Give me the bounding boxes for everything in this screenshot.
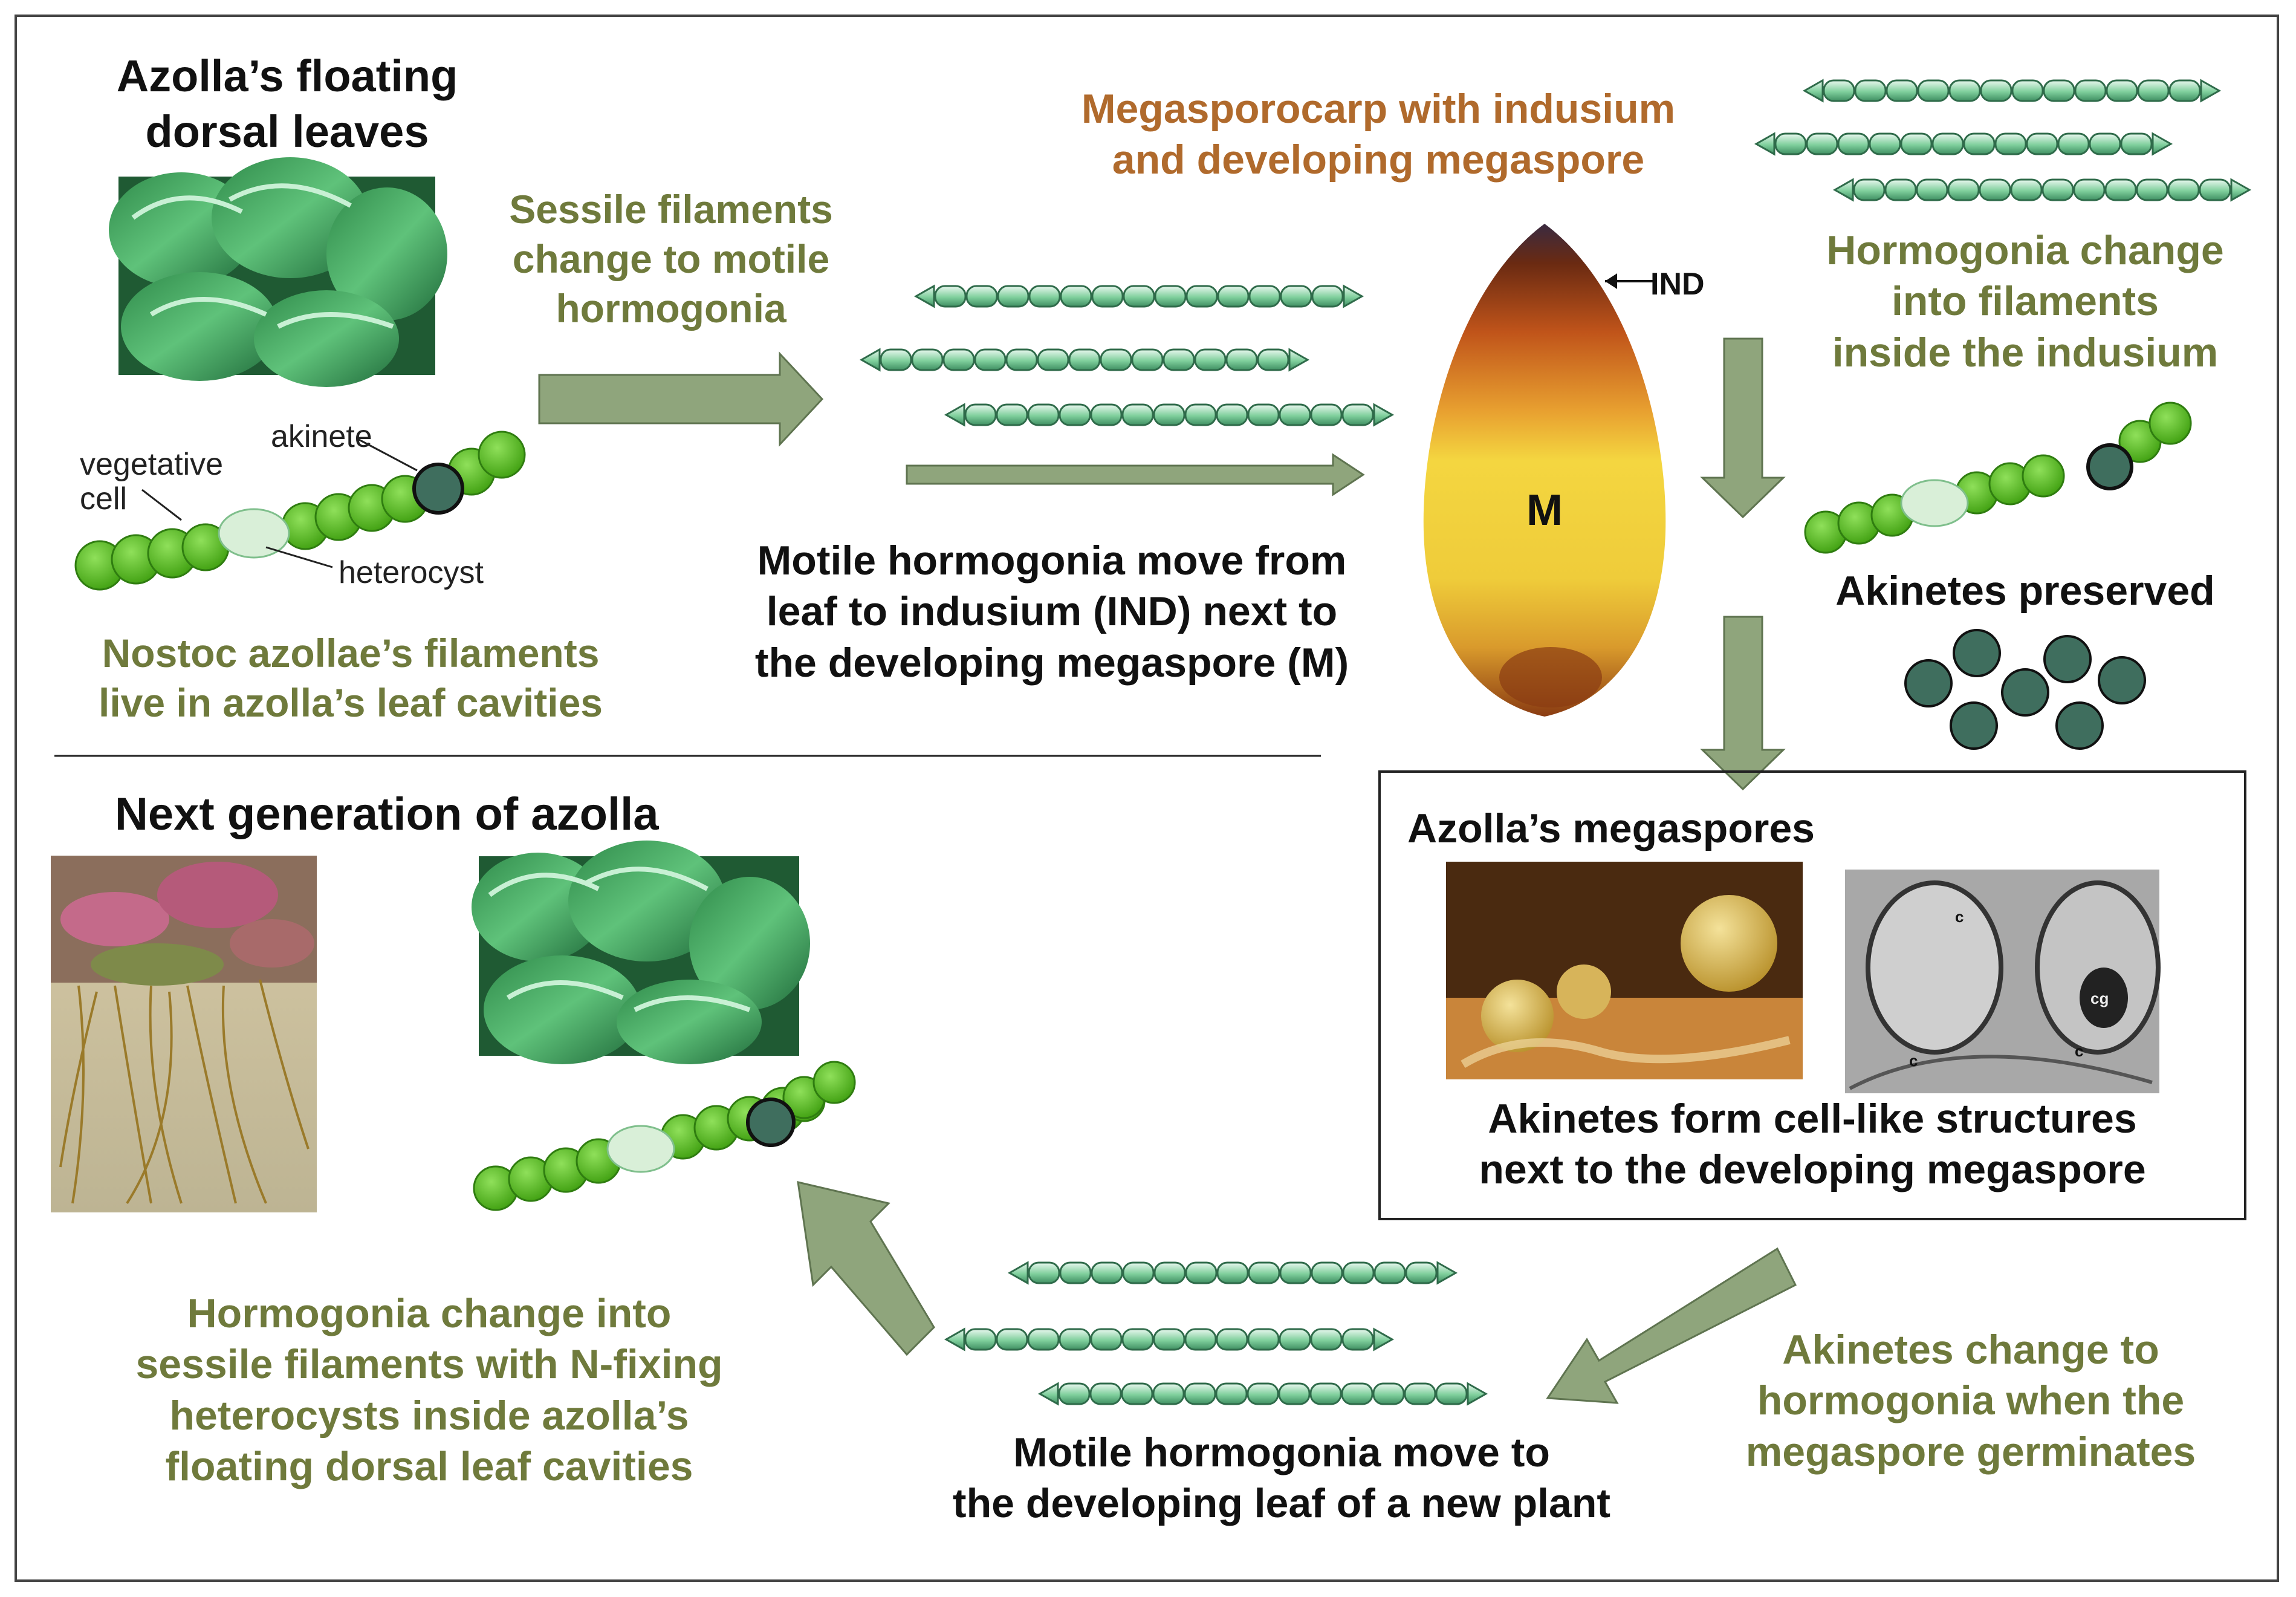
change-inside-indusium-text: Hormogonia change into filaments inside … [1783,225,2267,378]
hormogonium [1037,1382,1488,1406]
sessile-to-motile-line2: change to motile [512,236,830,281]
sessile-to-motile-line3: hormogonia [556,285,786,331]
arrow-down-megaspores [1700,616,1786,791]
change-inside-indusium-line1: Hormogonia change [1826,227,2224,273]
move-to-indusium-text: Motile hormogonia move from leaf to indu… [683,535,1421,688]
heterocyst-label: heterocyst [339,555,484,590]
micrograph-label-cg: cg [2090,989,2109,1007]
megasporocarp-title: Megasporocarp with indusium and developi… [1016,83,1741,186]
next-generation-caption-line1: Hormogonia change into [187,1290,672,1336]
top-left-caption: Nostoc azollae’s filaments live in azoll… [36,629,665,728]
arrow-to-new-plant-hormogonia [1546,1247,1797,1404]
akinetes-to-hormogonia-line1: Akinetes change to [1782,1327,2159,1373]
hormogonium [944,1327,1395,1351]
move-to-new-leaf-line1: Motile hormogonia move to [1013,1429,1550,1475]
sessile-to-motile-text: Sessile filaments change to motile hormo… [459,185,883,333]
azolla-leaves-photo [109,157,447,387]
next-generation-caption: Hormogonia change into sessile filaments… [54,1288,804,1492]
next-generation-caption-line3: heterocysts inside azolla’s [169,1392,689,1439]
hormogonium [944,403,1395,427]
move-to-indusium-line3: the developing megaspore (M) [754,639,1349,686]
top-left-caption-line1: Nostoc azollae’s filaments [102,631,600,675]
m-label: M [1526,486,1563,535]
hormogonium [913,284,1364,308]
next-generation-title: Next generation of azolla [115,789,659,840]
akinete-label: akinete [271,419,372,454]
akinetes-to-hormogonia-text: Akinetes change to hormogonia when the m… [1687,1324,2255,1477]
vegetative-cell-label-line1: vegetative [80,447,224,482]
arrow-down-filaments [1700,337,1786,519]
move-to-new-leaf-line2: the developing leaf of a new plant [952,1480,1611,1527]
next-generation-caption-line2: sessile filaments with N-fixing [135,1341,723,1388]
hormogonium [1802,79,2222,103]
hormogonium [859,348,1310,372]
hormogonia-layer [859,79,2252,1406]
akinetes-cluster [1904,629,2146,750]
hormogonium [1832,178,2252,202]
micrograph-label-c2: c [1909,1052,1918,1070]
megaspores-box-title: Azolla’s megaspores [1407,805,1815,851]
azolla-plants-photo [51,856,317,1212]
arrow-to-next-generation [797,1181,935,1356]
change-inside-indusium-line3: inside the indusium [1832,329,2219,376]
top-left-title: Azolla’s floating dorsal leaves [79,48,496,160]
nostoc-filament-right [1804,402,2192,554]
arrow-to-hormogonia [538,351,824,447]
arrow-to-indusium [906,453,1365,496]
megaspores-caption-line2: next to the developing megaspore [1479,1147,2146,1193]
top-left-title-line2: dorsal leaves [145,106,429,157]
nostoc-filament-top [74,431,526,591]
megaspores-caption: Akinetes form cell-like structures next … [1380,1093,2245,1195]
megaspores-caption-line1: Akinetes form cell-like structures [1488,1096,2137,1142]
megasporocarp-title-line1: Megasporocarp with indusium [1081,86,1676,132]
sessile-to-motile-line1: Sessile filaments [509,187,833,232]
hormogonium [1007,1261,1458,1285]
next-generation-caption-line4: floating dorsal leaf cavities [165,1443,693,1489]
top-left-title-line1: Azolla’s floating [116,51,458,101]
akinetes-to-hormogonia-line2: hormogonia when the [1757,1377,2185,1424]
megasporocarp-image [1423,224,1666,717]
ind-label: IND [1650,267,1705,302]
micrograph-label-c3: c [2075,1042,2084,1060]
move-to-new-leaf-text: Motile hormogonia move to the developing… [871,1427,1693,1529]
hormogonium [1754,132,2173,156]
azolla-leaves-photo-2 [472,841,810,1064]
akinete-micrograph [1845,870,2161,1093]
change-inside-indusium-line2: into filaments [1891,278,2159,325]
move-to-indusium-line1: Motile hormogonia move from [757,538,1347,584]
vegetative-cell-label: vegetative cell [80,447,223,516]
akinetes-to-hormogonia-line3: megaspore germinates [1745,1428,2196,1475]
move-to-indusium-line2: leaf to indusium (IND) next to [766,588,1338,635]
megaspores-box [1378,770,2246,1220]
vegetative-cell-label-line2: cell [80,481,128,517]
megasporocarp-title-line2: and developing megaspore [1112,137,1645,183]
figure-frame [15,15,2279,1582]
akinetes-preserved-text: Akinetes preserved [1835,568,2215,614]
micrograph-label-c1: c [1955,908,1964,926]
nostoc-filament-bottom [473,1061,856,1211]
top-left-caption-line2: live in azolla’s leaf cavities [99,680,603,725]
megaspores-photo [1446,862,1803,1079]
